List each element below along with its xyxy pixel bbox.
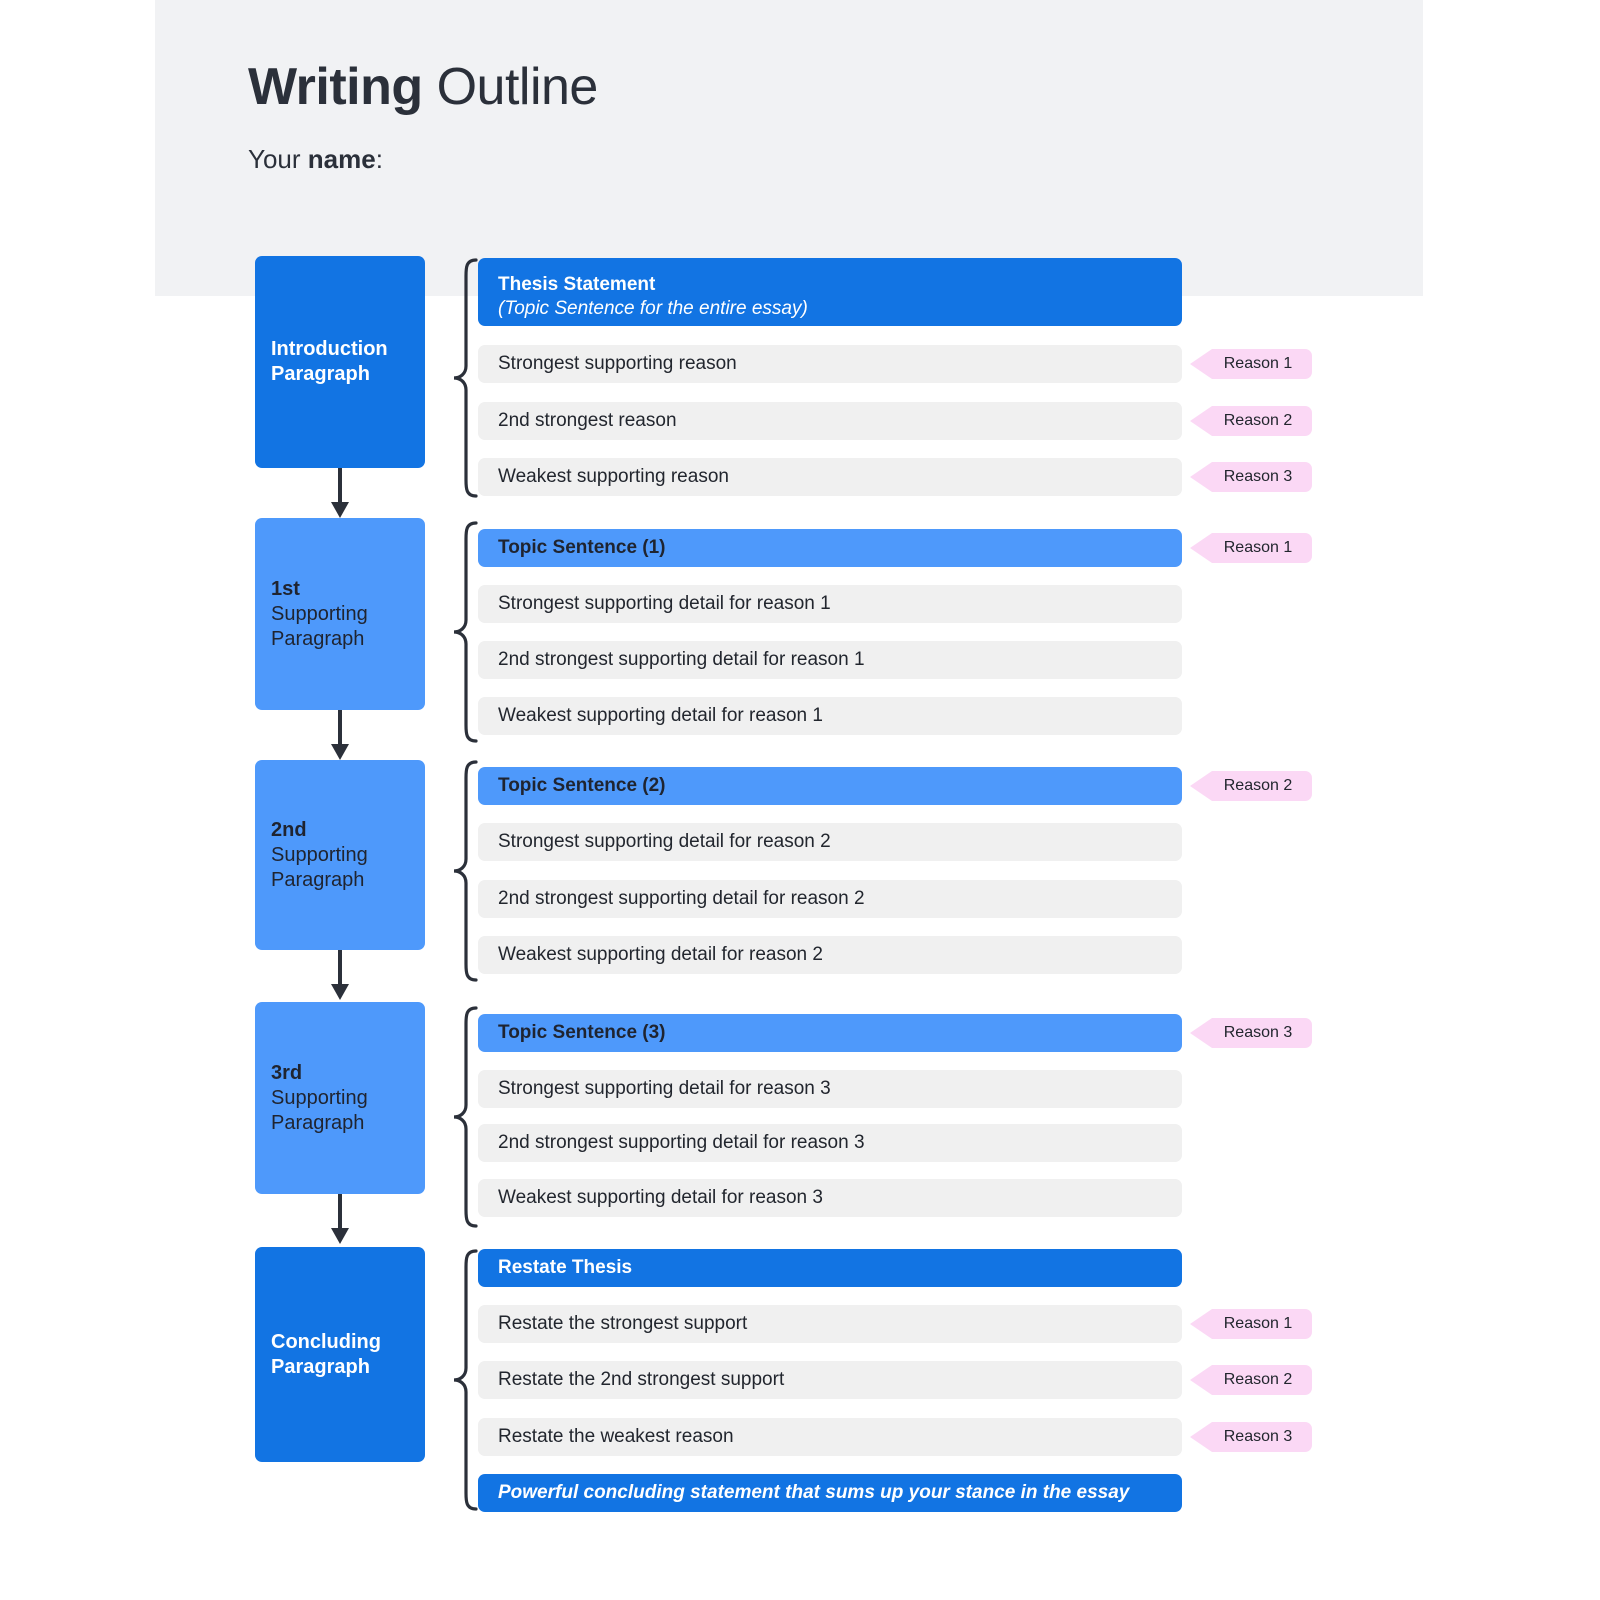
stage-3-label-line1: 3rd <box>271 1061 303 1084</box>
stage-label-line2: Paragraph <box>271 363 370 385</box>
row-s2-3-text: Weakest supporting detail for reason 2 <box>498 944 823 965</box>
page-title-light: Outline <box>422 58 599 116</box>
stage-2-label-line2: Supporting <box>271 843 368 866</box>
row-intro-2[interactable]: 2nd strongest reason <box>478 402 1182 440</box>
tag-concl-reason-1: Reason 1 <box>1190 1309 1312 1339</box>
tag-intro-reason-2: Reason 2 <box>1190 406 1312 436</box>
row-concl-3[interactable]: Restate the weakest reason <box>478 1418 1182 1456</box>
page-title-strong: Writing <box>248 58 423 116</box>
bar-topic-sentence-1[interactable]: Topic Sentence (1) <box>478 529 1182 567</box>
bar-topic-2-title: Topic Sentence (2) <box>498 775 666 796</box>
stage-2-label-line3: Paragraph <box>271 868 365 891</box>
connector-arrow-3 <box>328 950 352 1000</box>
your-name-suffix: : <box>375 144 383 174</box>
row-s1-2-text: 2nd strongest supporting detail for reas… <box>498 649 865 670</box>
stage-box-introduction[interactable]: Introduction Paragraph <box>255 256 425 468</box>
tag-topic-3-reason: Reason 3 <box>1190 1018 1312 1048</box>
your-name-strong: name <box>307 144 376 174</box>
bar-concluding-statement[interactable]: Powerful concluding statement that sums … <box>478 1474 1182 1512</box>
row-intro-3-text: Weakest supporting reason <box>498 466 729 487</box>
brace-supporting-1 <box>452 521 478 743</box>
bar-thesis-title: Thesis Statement <box>498 274 656 295</box>
row-s1-3[interactable]: Weakest supporting detail for reason 1 <box>478 697 1182 735</box>
stage-label-line1: Introduction <box>271 338 388 360</box>
row-s2-2[interactable]: 2nd strongest supporting detail for reas… <box>478 880 1182 918</box>
row-s1-3-text: Weakest supporting detail for reason 1 <box>498 705 823 726</box>
tag-intro-reason-3: Reason 3 <box>1190 462 1312 492</box>
bar-topic-3-title: Topic Sentence (3) <box>498 1022 666 1043</box>
row-s3-2[interactable]: 2nd strongest supporting detail for reas… <box>478 1124 1182 1162</box>
bar-thesis-subtitle: (Topic Sentence for the entire essay) <box>498 298 808 319</box>
stage-1-label-line1: 1st <box>271 577 300 600</box>
row-s1-2[interactable]: 2nd strongest supporting detail for reas… <box>478 641 1182 679</box>
row-s2-1[interactable]: Strongest supporting detail for reason 2 <box>478 823 1182 861</box>
tag-concl-reason-3: Reason 3 <box>1190 1422 1312 1452</box>
row-s3-1[interactable]: Strongest supporting detail for reason 3 <box>478 1070 1182 1108</box>
stage-3-label-line3: Paragraph <box>271 1111 365 1134</box>
bar-topic-sentence-2[interactable]: Topic Sentence (2) <box>478 767 1182 805</box>
tag-topic-1-reason: Reason 1 <box>1190 533 1312 563</box>
row-s3-2-text: 2nd strongest supporting detail for reas… <box>498 1132 865 1153</box>
stage-1-label-line2: Supporting <box>271 602 368 625</box>
row-concl-1-text: Restate the strongest support <box>498 1313 748 1334</box>
stage-box-supporting-2[interactable]: 2nd Supporting Paragraph <box>255 760 425 950</box>
header-band <box>155 0 1423 296</box>
brace-concluding <box>452 1249 478 1511</box>
connector-arrow-4 <box>328 1194 352 1244</box>
bar-restate-thesis-title: Restate Thesis <box>498 1257 633 1278</box>
bar-topic-1-title: Topic Sentence (1) <box>498 537 666 558</box>
tag-topic-2-reason: Reason 2 <box>1190 771 1312 801</box>
row-s1-1-text: Strongest supporting detail for reason 1 <box>498 593 831 614</box>
tag-intro-reason-1: Reason 1 <box>1190 349 1312 379</box>
row-intro-3[interactable]: Weakest supporting reason <box>478 458 1182 496</box>
stage-box-supporting-3[interactable]: 3rd Supporting Paragraph <box>255 1002 425 1194</box>
row-intro-1[interactable]: Strongest supporting reason <box>478 345 1182 383</box>
row-s3-1-text: Strongest supporting detail for reason 3 <box>498 1078 831 1099</box>
bar-concluding-statement-text: Powerful concluding statement that sums … <box>498 1482 1130 1503</box>
brace-supporting-2 <box>452 760 478 982</box>
bar-topic-sentence-3[interactable]: Topic Sentence (3) <box>478 1014 1182 1052</box>
brace-introduction <box>452 258 478 498</box>
stage-box-concluding[interactable]: Concluding Paragraph <box>255 1247 425 1462</box>
stage-concl-label-line2: Paragraph <box>271 1355 370 1378</box>
stage-3-label-line2: Supporting <box>271 1086 368 1109</box>
connector-arrow-2 <box>328 710 352 760</box>
bar-thesis-statement[interactable]: Thesis Statement (Topic Sentence for the… <box>478 258 1182 326</box>
row-intro-1-text: Strongest supporting reason <box>498 353 737 374</box>
row-concl-1[interactable]: Restate the strongest support <box>478 1305 1182 1343</box>
stage-box-supporting-1[interactable]: 1st Supporting Paragraph <box>255 518 425 710</box>
stage-1-label-line3: Paragraph <box>271 627 365 650</box>
row-s2-2-text: 2nd strongest supporting detail for reas… <box>498 888 865 909</box>
your-name-prefix: Your <box>248 144 308 174</box>
row-s2-1-text: Strongest supporting detail for reason 2 <box>498 831 831 852</box>
row-s1-1[interactable]: Strongest supporting detail for reason 1 <box>478 585 1182 623</box>
row-s2-3[interactable]: Weakest supporting detail for reason 2 <box>478 936 1182 974</box>
brace-supporting-3 <box>452 1006 478 1228</box>
row-s3-3[interactable]: Weakest supporting detail for reason 3 <box>478 1179 1182 1217</box>
row-s3-3-text: Weakest supporting detail for reason 3 <box>498 1187 823 1208</box>
row-intro-2-text: 2nd strongest reason <box>498 410 677 431</box>
page-title: Writing Outline <box>248 55 598 119</box>
stage-2-label-line1: 2nd <box>271 818 307 841</box>
connector-arrow-1 <box>328 468 352 518</box>
bar-restate-thesis[interactable]: Restate Thesis <box>478 1249 1182 1287</box>
row-concl-2-text: Restate the 2nd strongest support <box>498 1369 785 1390</box>
row-concl-2[interactable]: Restate the 2nd strongest support <box>478 1361 1182 1399</box>
your-name-label: Your name: <box>248 142 383 176</box>
stage-concl-label-line1: Concluding <box>271 1330 381 1353</box>
tag-concl-reason-2: Reason 2 <box>1190 1365 1312 1395</box>
row-concl-3-text: Restate the weakest reason <box>498 1426 734 1447</box>
